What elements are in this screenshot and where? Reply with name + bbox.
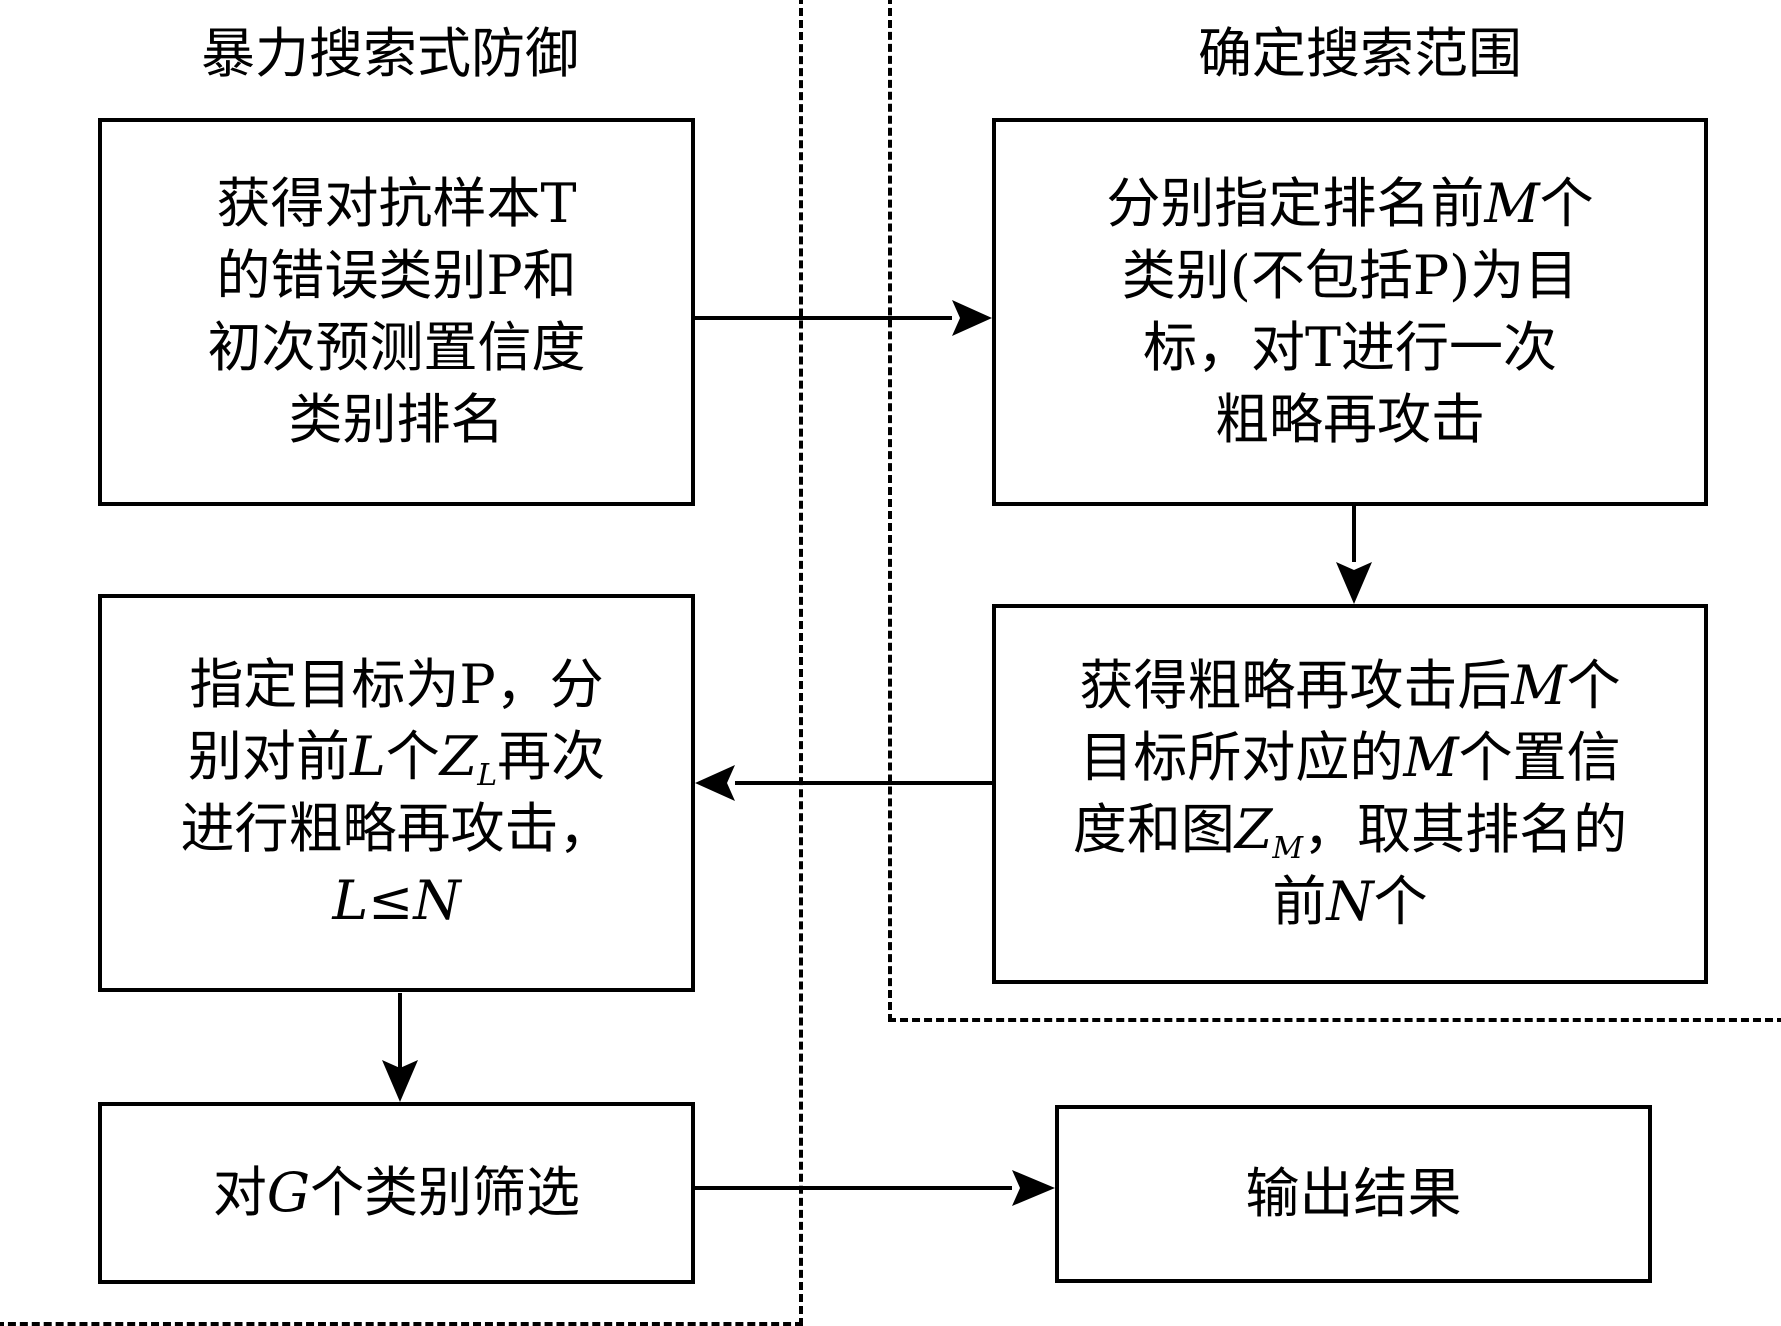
get-adversarial-sample-text: 获得对抗样本T 的错误类别P和 初次预测置信度 类别排名 bbox=[208, 168, 586, 456]
text-line: 获得对抗样本T bbox=[216, 172, 577, 235]
text-line: L≤N bbox=[332, 869, 461, 932]
arrowhead-filter bbox=[382, 1060, 418, 1102]
text-line: 获得粗略再攻击后M个 bbox=[1079, 654, 1621, 717]
text-line: 的错误类别P和 bbox=[216, 244, 577, 307]
text-line: 目标所对应的M个置信 bbox=[1079, 726, 1621, 789]
search-range-region bbox=[888, 0, 1781, 1022]
output-text: 输出结果 bbox=[1246, 1158, 1462, 1230]
text-line: 初次预测置信度 bbox=[207, 316, 586, 379]
coarse-reattack-box: 分别指定排名前M个 类别(不包括P)为目 标，对T进行一次 粗略再攻击 bbox=[992, 118, 1708, 506]
text-line: 进行粗略再攻击， bbox=[180, 797, 613, 860]
get-confidences-text: 获得粗略再攻击后M个 目标所对应的M个置信 度和图ZM，取其排名的 前N个 bbox=[1073, 650, 1627, 938]
brute-force-defense-region bbox=[0, 0, 803, 1326]
search-range-title: 确定搜索范围 bbox=[1198, 22, 1522, 85]
text-line: 别对前L个ZL再次 bbox=[187, 725, 606, 793]
arrowhead-output bbox=[1012, 1170, 1055, 1206]
text-line: 标，对T进行一次 bbox=[1142, 316, 1557, 379]
output-box: 输出结果 bbox=[1055, 1105, 1652, 1283]
text-line: 粗略再攻击 bbox=[1214, 388, 1485, 451]
arrowhead-coarse bbox=[952, 300, 992, 336]
specify-target-box: 指定目标为P，分 别对前L个ZL再次 进行粗略再攻击， L≤N bbox=[98, 594, 695, 992]
filter-box: 对G个类别筛选 bbox=[98, 1102, 695, 1284]
get-adversarial-sample-box: 获得对抗样本T 的错误类别P和 初次预测置信度 类别排名 bbox=[98, 118, 695, 506]
text-line: 前N个 bbox=[1272, 870, 1428, 933]
get-confidences-box: 获得粗略再攻击后M个 目标所对应的M个置信 度和图ZM，取其排名的 前N个 bbox=[992, 604, 1708, 984]
arrowhead-specify bbox=[695, 765, 735, 801]
text-line: 输出结果 bbox=[1245, 1162, 1462, 1225]
text-line: 分别指定排名前M个 bbox=[1106, 172, 1594, 235]
text-line: 度和图ZM，取其排名的 bbox=[1072, 798, 1628, 866]
arrowhead-confidences bbox=[1336, 562, 1372, 604]
coarse-reattack-text: 分别指定排名前M个 类别(不包括P)为目 标，对T进行一次 粗略再攻击 bbox=[1106, 168, 1593, 456]
text-line: 对G个类别筛选 bbox=[212, 1161, 581, 1224]
specify-target-text: 指定目标为P，分 别对前L个ZL再次 进行粗略再攻击， L≤N bbox=[181, 649, 613, 937]
text-line: 类别排名 bbox=[288, 388, 505, 451]
brute-force-defense-title: 暴力搜索式防御 bbox=[201, 22, 579, 85]
text-line: 类别(不包括P)为目 bbox=[1121, 244, 1579, 307]
filter-text: 对G个类别筛选 bbox=[213, 1157, 580, 1229]
text-line: 指定目标为P，分 bbox=[189, 653, 604, 716]
